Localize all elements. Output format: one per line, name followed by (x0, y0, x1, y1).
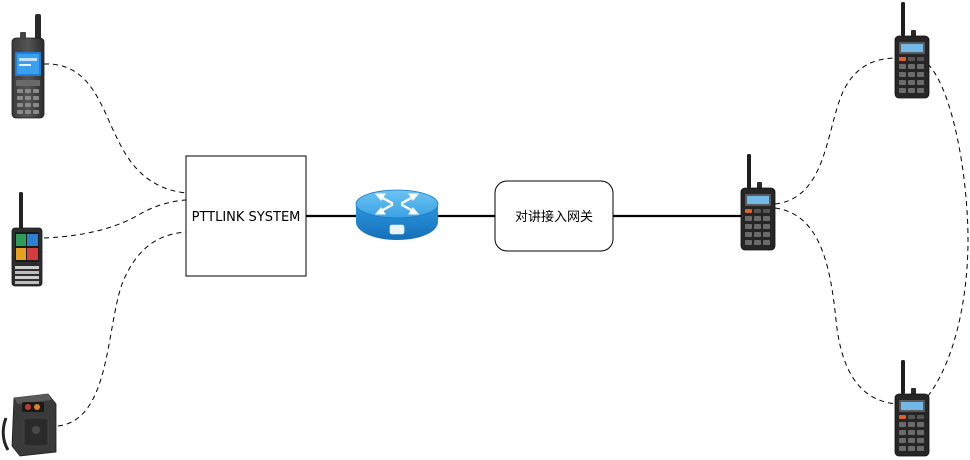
link-center-to-bottom (774, 207, 899, 405)
link-rugged-handheld (43, 199, 187, 239)
link-body-camera (57, 231, 187, 427)
pttlink-system-label: PTTLINK SYSTEM (192, 210, 301, 225)
gateway-label: 对讲接入网关 (515, 209, 593, 225)
right-dashed-links (774, 57, 969, 405)
link-top-to-bottom (927, 63, 969, 397)
link-android-radio (43, 63, 187, 194)
left-dashed-links (43, 63, 187, 427)
walkie-talkie-icon (894, 360, 930, 457)
android-radio-icon (11, 14, 45, 119)
gateway-box: 对讲接入网关 (494, 180, 614, 252)
walkie-talkie-icon (740, 154, 776, 251)
router-icon (355, 189, 439, 240)
pttlink-system-box: PTTLINK SYSTEM (185, 155, 307, 277)
rugged-handheld-icon (11, 192, 43, 287)
body-camera-icon (1, 393, 57, 457)
walkie-talkie-icon (894, 2, 930, 99)
link-center-to-top (774, 57, 899, 205)
